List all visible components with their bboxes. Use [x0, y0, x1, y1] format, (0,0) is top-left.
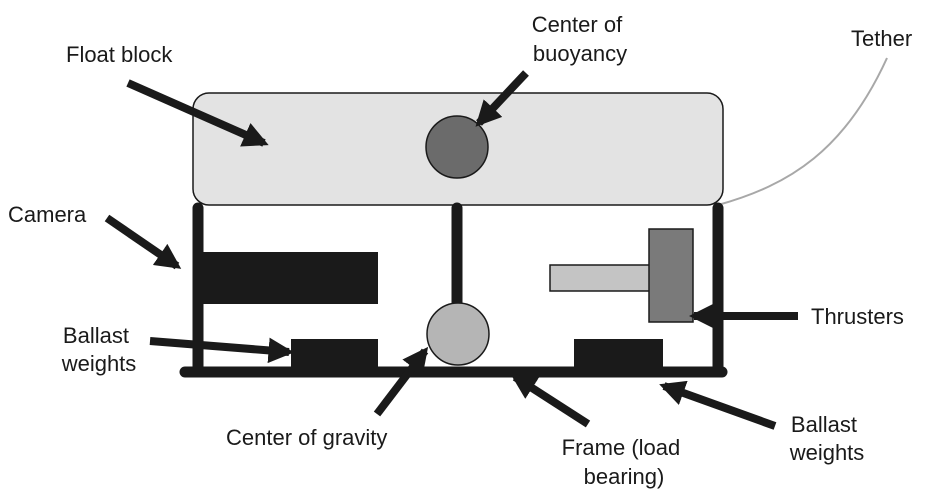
- svg-text:Ballast weights: Ballast weights: [789, 412, 865, 465]
- arrow-frame: [510, 373, 591, 428]
- tether-line: [717, 57, 888, 206]
- gravity-circle: [426, 302, 490, 366]
- label-camera: Camera: [8, 202, 87, 227]
- label-center-of-buoyancy-line2: buoyancy: [533, 41, 627, 66]
- thruster-shaft: [549, 264, 651, 292]
- label-ballast-right-line2: weights: [789, 440, 865, 465]
- arrow-float-block: [126, 79, 269, 147]
- label-center-of-gravity: Center of gravity: [226, 425, 387, 450]
- label-tether: Tether: [851, 26, 912, 51]
- svg-text:Ballast weights: Ballast weights: [61, 323, 137, 376]
- arrow-ballast-left: [149, 337, 295, 364]
- ballast-weight-right: [574, 339, 663, 369]
- label-center-of-buoyancy-line1: Center of: [532, 12, 623, 37]
- svg-text:Center of buoyancy: Center of buoyancy: [532, 12, 629, 66]
- arrow-gravity: [373, 346, 429, 417]
- buoyancy-circle: [425, 115, 489, 179]
- svg-text:Frame (load bearing): Frame (load bearing): [562, 435, 687, 489]
- arrow-ballast-right: [659, 380, 777, 430]
- label-ballast-left-line1: Ballast: [63, 323, 129, 348]
- label-frame-line2: bearing): [584, 464, 665, 489]
- arrow-buoyancy: [475, 70, 529, 127]
- ballast-weight-left: [291, 339, 378, 369]
- label-thrusters: Thrusters: [811, 304, 904, 329]
- label-float-block: Float block: [66, 42, 173, 67]
- thruster-body: [648, 228, 694, 323]
- label-ballast-right-line1: Ballast: [791, 412, 857, 437]
- label-ballast-left-line2: weights: [61, 351, 137, 376]
- camera-block: [198, 252, 378, 304]
- label-frame-line1: Frame (load: [562, 435, 681, 460]
- arrow-camera: [104, 214, 182, 270]
